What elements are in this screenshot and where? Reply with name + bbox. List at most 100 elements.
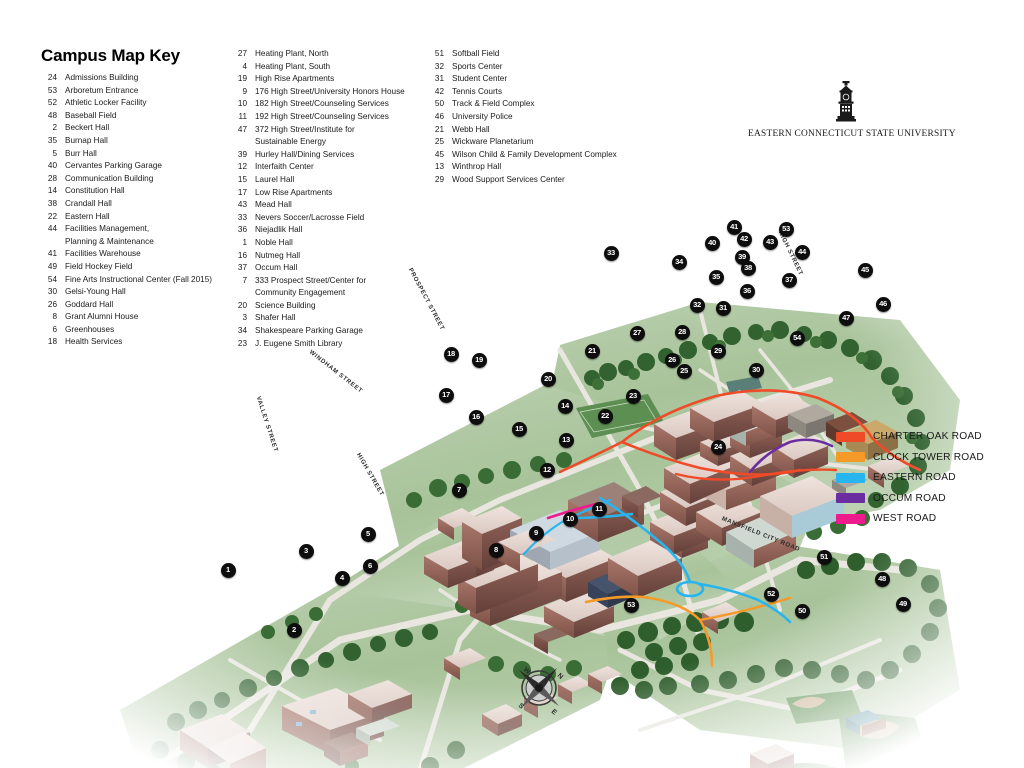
map-marker-12[interactable]: 12 — [539, 462, 555, 478]
map-marker-33[interactable]: 33 — [603, 245, 619, 261]
map-marker-22[interactable]: 22 — [597, 408, 613, 424]
map-marker-31[interactable]: 31 — [715, 300, 731, 316]
road-legend-row[interactable]: EASTERN ROAD — [836, 469, 984, 486]
map-marker-1[interactable]: 1 — [220, 562, 236, 578]
map-marker-39[interactable]: 39 — [734, 249, 750, 265]
map-marker-30[interactable]: 30 — [748, 362, 764, 378]
map-marker-27[interactable]: 27 — [629, 325, 645, 341]
map-marker-9[interactable]: 9 — [528, 525, 544, 541]
map-marker-26[interactable]: 26 — [664, 352, 680, 368]
map-marker-11[interactable]: 11 — [591, 501, 607, 517]
road-legend-row[interactable]: CLOCK TOWER ROAD — [836, 449, 984, 466]
map-marker-13[interactable]: 13 — [558, 432, 574, 448]
map-marker-51[interactable]: 51 — [816, 549, 832, 565]
map-marker-21[interactable]: 21 — [584, 343, 600, 359]
map-marker-20[interactable]: 20 — [540, 371, 556, 387]
map-marker-4[interactable]: 4 — [334, 570, 350, 586]
map-marker-45[interactable]: 45 — [857, 262, 873, 278]
map-marker-48[interactable]: 48 — [874, 571, 890, 587]
map-marker-37[interactable]: 37 — [781, 272, 797, 288]
map-marker-47[interactable]: 47 — [838, 310, 854, 326]
map-marker-35[interactable]: 35 — [708, 269, 724, 285]
map-marker-53[interactable]: 53 — [778, 221, 794, 237]
map-marker-15[interactable]: 15 — [511, 421, 527, 437]
map-marker-28[interactable]: 28 — [674, 324, 690, 340]
road-legend-row[interactable]: WEST ROAD — [836, 510, 984, 527]
map-marker-40[interactable]: 40 — [704, 235, 720, 251]
map-marker-3[interactable]: 3 — [298, 543, 314, 559]
map-marker-53[interactable]: 53 — [623, 597, 639, 613]
map-marker-7[interactable]: 7 — [451, 482, 467, 498]
map-marker-5[interactable]: 5 — [360, 526, 376, 542]
map-marker-25[interactable]: 25 — [676, 363, 692, 379]
map-marker-10[interactable]: 10 — [562, 511, 578, 527]
map-marker-18[interactable]: 18 — [443, 346, 459, 362]
map-marker-24[interactable]: 24 — [710, 439, 726, 455]
map-marker-42[interactable]: 42 — [736, 231, 752, 247]
map-marker-46[interactable]: 46 — [875, 296, 891, 312]
map-marker-2[interactable]: 2 — [286, 622, 302, 638]
map-marker-8[interactable]: 8 — [488, 542, 504, 558]
map-marker-43[interactable]: 43 — [762, 234, 778, 250]
map-marker-23[interactable]: 23 — [625, 388, 641, 404]
map-marker-16[interactable]: 16 — [468, 409, 484, 425]
map-marker-19[interactable]: 19 — [471, 352, 487, 368]
map-marker-49[interactable]: 49 — [895, 596, 911, 612]
map-marker-41[interactable]: 41 — [726, 219, 742, 235]
map-marker-29[interactable]: 29 — [710, 343, 726, 359]
map-marker-54[interactable]: 54 — [789, 330, 805, 346]
map-marker-50[interactable]: 50 — [794, 603, 810, 619]
road-legend-row[interactable]: CHARTER OAK ROAD — [836, 428, 984, 445]
road-legend-row[interactable]: OCCUM ROAD — [836, 490, 984, 507]
map-marker-52[interactable]: 52 — [763, 586, 779, 602]
map-marker-17[interactable]: 17 — [438, 387, 454, 403]
map-marker-34[interactable]: 34 — [671, 254, 687, 270]
